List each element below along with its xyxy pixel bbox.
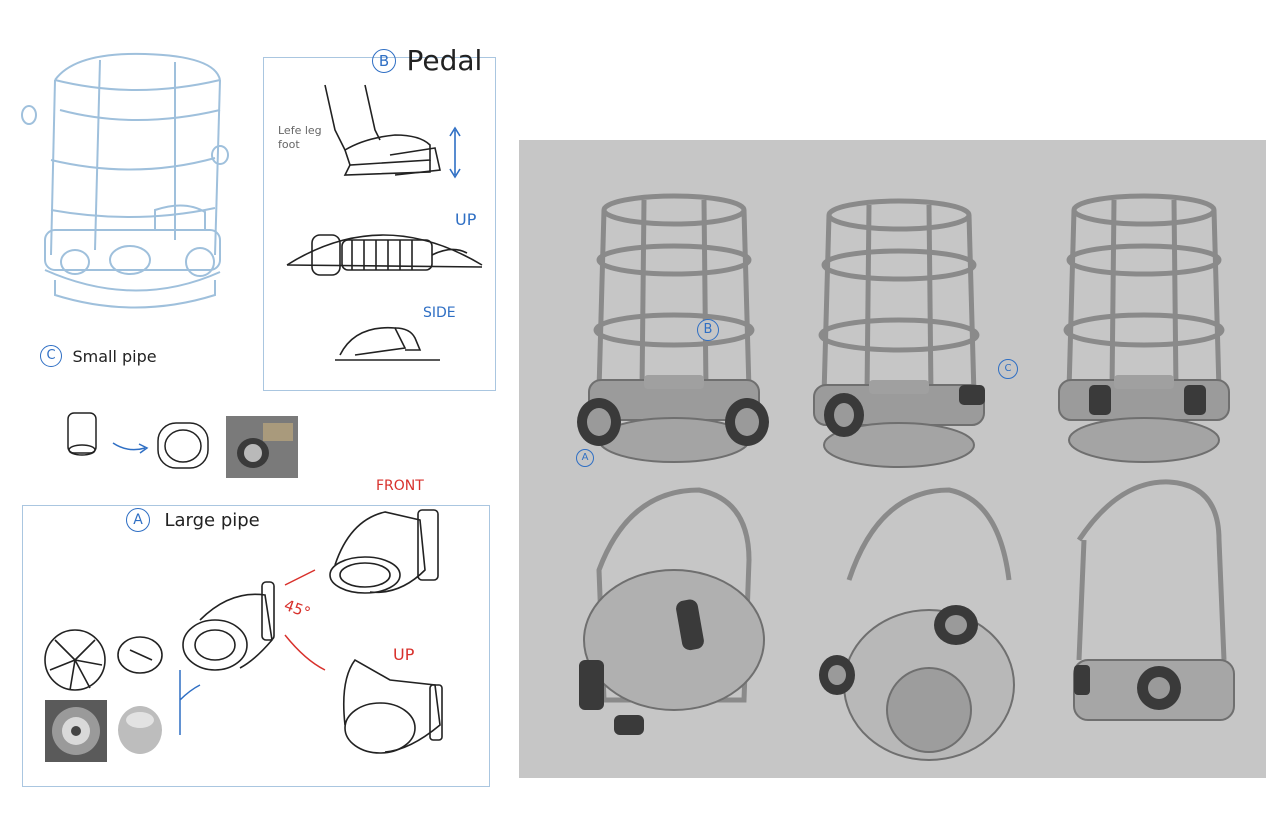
render-bottom-mid (819, 487, 1015, 761)
machine-sketch (21, 52, 229, 309)
front-label: FRONT (376, 478, 424, 494)
render-callout-c: C (998, 358, 1018, 379)
large-pipe-marker: A (126, 508, 150, 532)
render-bottom-right (1073, 479, 1235, 721)
pedal-up-label: UP (455, 210, 477, 229)
render-callout-b: B (697, 319, 719, 341)
large-pipe-heading: A Large pipe (120, 508, 266, 532)
pedal-top-sketch (286, 234, 483, 276)
large-pipe-title: Large pipe (164, 509, 260, 531)
small-pipe-marker: C (40, 345, 62, 367)
pedal-marker: B (372, 48, 396, 73)
up-label: UP (393, 645, 415, 664)
render-back (1059, 196, 1229, 462)
small-pipe-heading: C Small pipe (40, 345, 157, 367)
pedal-side-label: SIDE (423, 305, 456, 321)
pedal-heading: B Pedal (372, 44, 482, 77)
render-grid (577, 140, 1235, 761)
foot-note: Lefe leg foot (278, 124, 322, 151)
large-pipe-sketches (44, 509, 443, 762)
pedal-title: Pedal (406, 44, 483, 77)
small-pipe-sketches (67, 412, 298, 478)
render-bottom-left (579, 487, 765, 735)
small-pipe-title: Small pipe (72, 346, 157, 366)
render-callout-a: A (576, 447, 594, 467)
pedal-side-sketch (335, 326, 440, 361)
large-pipe-panel (22, 505, 490, 787)
foot-pedal-sketch (324, 84, 461, 179)
